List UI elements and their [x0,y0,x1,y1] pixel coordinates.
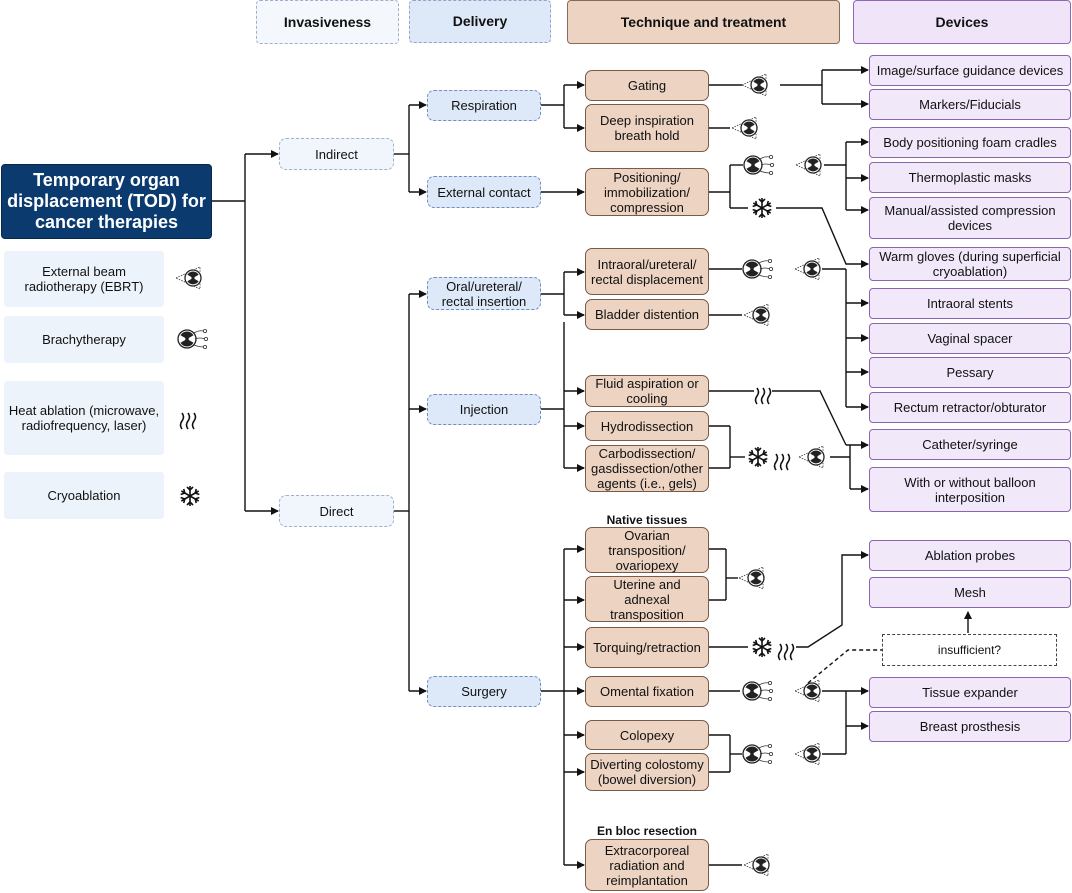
node-ovarian-transposition: Ovarian transposition/ ovariopexy [585,527,709,573]
node-diverting-colostomy: Diverting colostomy (bowel diversion) [585,753,709,791]
cryoablation-icon-positioning [751,197,773,219]
heat-ablation-icon [179,412,197,430]
node-oral-insertion: Oral/ureteral/ rectal insertion [427,277,541,310]
heat-ablation-icon-torquing [777,643,795,661]
legend-cryoablation: Cryoablation [4,472,164,519]
header-technique: Technique and treatment [567,0,840,44]
ebrt-icon-intraoral [794,257,821,281]
node-fluid-aspiration: Fluid aspiration or cooling [585,375,709,407]
diagram-title: Temporary organ displacement (TOD) for c… [1,164,212,239]
device-breast-prosthesis: Breast prosthesis [869,711,1071,742]
device-catheter: Catheter/syringe [869,429,1071,460]
device-image-guidance: Image/surface guidance devices [869,55,1071,86]
connectors [212,66,972,869]
ebrt-icon-carbo [798,445,825,469]
node-bladder-distention: Bladder distention [585,299,709,330]
legend-icons [175,266,209,507]
node-uterine-transposition: Uterine and adnexal transposition [585,576,709,622]
ebrt-icon [175,266,202,290]
brachytherapy-icon [177,328,209,350]
device-thermoplastic-masks: Thermoplastic masks [869,162,1071,193]
ebrt-icon-extracorporeal [743,853,770,877]
cryoablation-icon-torquing [751,636,773,658]
node-colopexy: Colopexy [585,720,709,750]
device-intraoral-stents: Intraoral stents [869,288,1071,319]
node-deep-inspiration: Deep inspiration breath hold [585,104,709,152]
heat-ablation-icon-carbo [773,453,791,471]
device-balloon: With or without balloon interposition [869,467,1071,512]
node-extracorporeal: Extracorporeal radiation and reimplantat… [585,839,709,891]
ebrt-icon-gating [741,73,768,97]
device-vaginal-spacer: Vaginal spacer [869,323,1071,354]
ebrt-icon-colopexy [794,742,821,766]
legend-heat-ablation: Heat ablation (microwave, radiofrequency… [4,381,164,455]
label-en-bloc: En bloc resection [596,824,698,838]
device-mesh: Mesh [869,577,1071,608]
device-rectum-retractor: Rectum retractor/obturator [869,392,1071,423]
legend-ebrt: External beam radiotherapy (EBRT) [4,251,164,307]
ebrt-icon-omental [794,679,821,703]
node-indirect: Indirect [279,138,394,170]
node-positioning: Positioning/ immobilization/ compression [585,168,709,216]
device-foam-cradles: Body positioning foam cradles [869,127,1071,158]
device-ablation-probes: Ablation probes [869,540,1071,571]
node-carbodissection: Carbodissection/ gasdissection/other age… [585,445,709,492]
header-invasiveness: Invasiveness [256,0,399,44]
node-external-contact: External contact [427,176,541,208]
brachytherapy-icon-intraoral [742,258,774,280]
cryoablation-icon-carbo [747,446,769,468]
node-intraoral-displacement: Intraoral/ureteral/ rectal displacement [585,248,709,295]
brachytherapy-icon-omental [742,680,774,702]
brachytherapy-icon-positioning [743,154,775,176]
node-surgery: Surgery [427,676,541,707]
ebrt-icon-ovarian [738,566,765,590]
header-delivery: Delivery [409,0,551,43]
device-compression: Manual/assisted compression devices [869,197,1071,239]
node-omental-fixation: Omental fixation [585,676,709,707]
ebrt-icon-positioning [795,153,822,177]
ebrt-icon-bladder [743,303,770,327]
flow-icons [731,73,825,877]
node-injection: Injection [427,394,541,425]
label-native-tissues: Native tissues [606,513,688,527]
node-respiration: Respiration [427,90,541,121]
brachytherapy-icon-colopexy [742,743,774,765]
legend-brachytherapy: Brachytherapy [4,316,164,363]
cryoablation-icon [179,485,201,507]
note-insufficient: insufficient? [882,634,1057,666]
node-torquing: Torquing/retraction [585,627,709,668]
ebrt-icon-deep [731,116,758,140]
device-tissue-expander: Tissue expander [869,677,1071,708]
device-warm-gloves: Warm gloves (during superficial cryoabla… [869,247,1071,281]
heat-ablation-icon-fluid [754,387,772,405]
node-direct: Direct [279,495,394,527]
device-markers: Markers/Fiducials [869,89,1071,120]
node-gating: Gating [585,70,709,101]
header-devices: Devices [853,0,1071,44]
node-hydrodissection: Hydrodissection [585,411,709,441]
device-pessary: Pessary [869,357,1071,388]
